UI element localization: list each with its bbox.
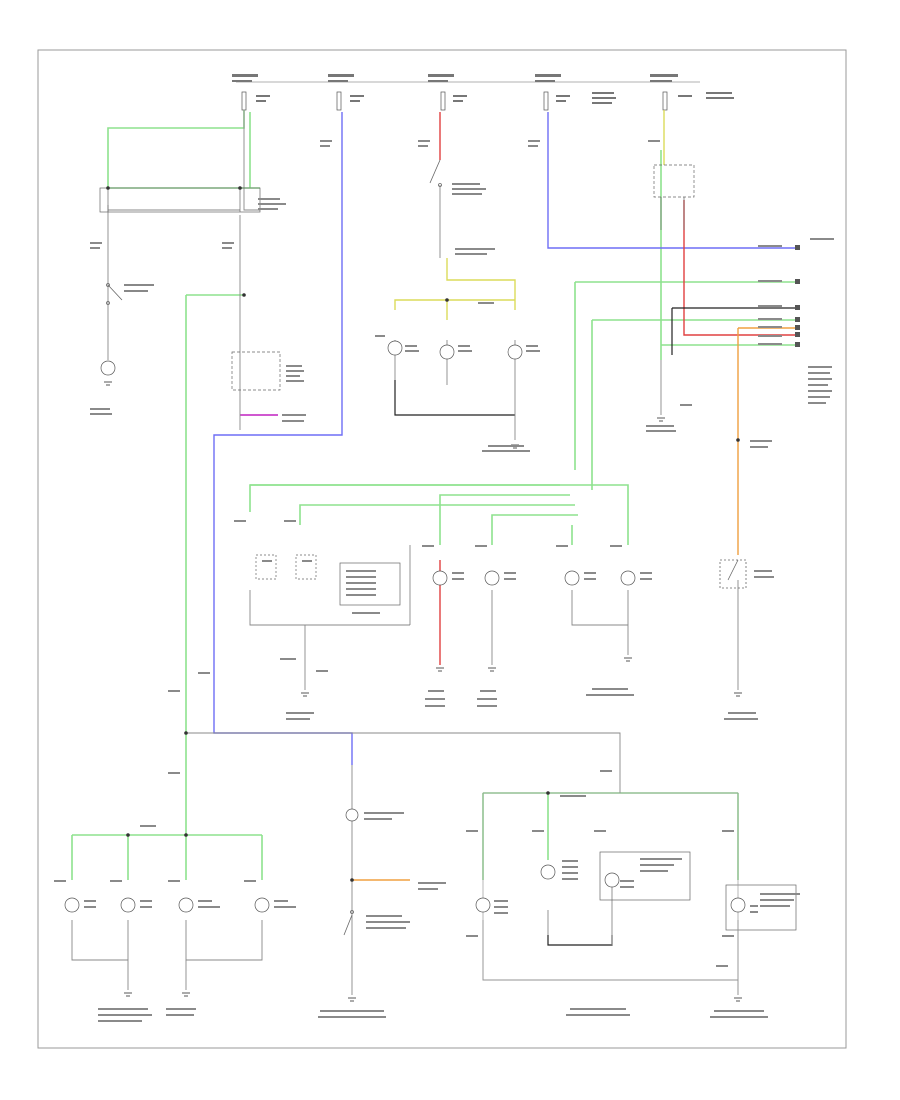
lamp-14 [540,864,556,880]
right-connector [795,245,800,347]
tail-relay [231,351,281,391]
fuse-1 [241,91,247,111]
illegible-labels [54,140,834,1022]
ground-6 [488,667,496,672]
fuse-3 [440,91,446,111]
ground-4 [301,692,309,697]
lamp-5 [432,570,448,586]
ground-11 [348,997,356,1002]
wires-blue [213,112,795,765]
lamp-2 [387,340,403,356]
lamp-6 [484,570,500,586]
wires-black [394,307,795,946]
brake-switch [429,159,486,195]
turn-relay [653,164,695,230]
fuse-labels [232,74,734,104]
lamp-7 [564,570,580,586]
ground-8 [734,692,742,697]
ground-12 [734,997,742,1002]
fuse-2 [336,91,342,111]
ignition-switch [99,187,261,213]
wires-yellow [394,110,665,320]
ground-10 [182,992,190,997]
fuse-4 [543,91,549,111]
lamp-9 [64,897,80,913]
fuse-5 [662,91,668,111]
lamp-10 [120,897,136,913]
lamp-15 [604,872,620,888]
lamp-16 [730,897,746,913]
seatbelt-switch [343,910,354,936]
ground-9 [124,992,132,997]
lamp-3 [439,344,455,360]
combination-switch [255,545,411,625]
lamp-17 [345,808,359,822]
grounds [104,381,742,1002]
wires-gray [71,110,739,995]
light-control-module [482,792,797,981]
ground-1 [104,381,112,386]
ground-7 [624,657,632,662]
lamp-8 [620,570,636,586]
wires-orange [352,327,795,881]
diagram-frame [37,49,847,1049]
ground-3 [657,417,665,422]
lamp-12 [254,897,270,913]
wires-green [71,110,795,880]
headlamp-switch [106,283,154,305]
lamp-13 [475,897,491,913]
lamp-11 [178,897,194,913]
lamp-1 [100,360,116,376]
door-switch [719,559,747,589]
ground-5 [436,667,444,672]
lamps [64,340,746,913]
lamp-4 [507,344,523,360]
junction-dots [106,186,740,882]
